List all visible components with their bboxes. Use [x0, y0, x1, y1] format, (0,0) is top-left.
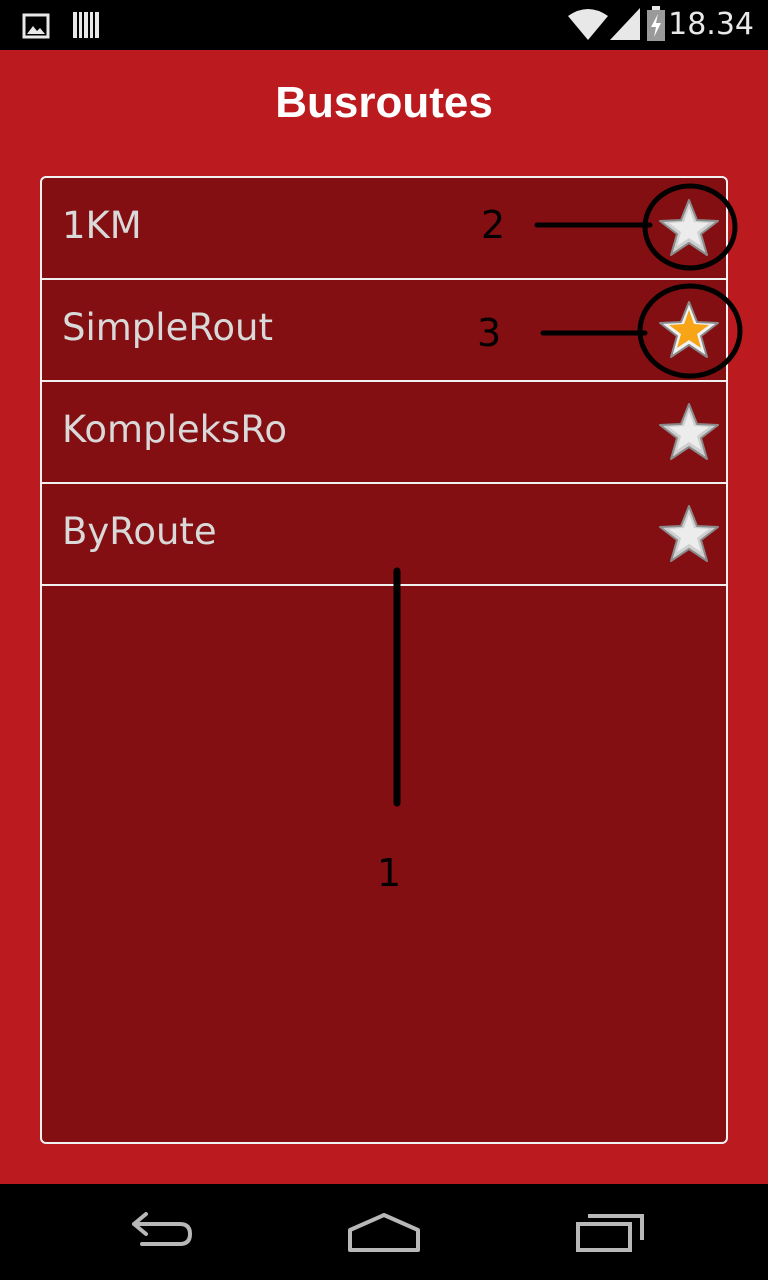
wifi-icon: [568, 9, 608, 40]
clock: 18.34: [668, 7, 754, 42]
route-row-kompleksro[interactable]: KompleksRo: [42, 382, 726, 484]
route-row-byroute[interactable]: ByRoute: [42, 484, 726, 586]
barcode-icon: [73, 12, 99, 38]
route-label: SimpleRout: [62, 306, 273, 349]
route-row-simplerout[interactable]: SimpleRout: [42, 280, 726, 382]
navigation-bar: [0, 1184, 768, 1280]
back-icon[interactable]: [120, 1202, 200, 1262]
image-icon: [22, 13, 50, 39]
route-label: ByRoute: [62, 510, 217, 553]
status-bar: 18.34: [0, 0, 768, 50]
star-icon[interactable]: [656, 400, 722, 466]
star-favorite-icon[interactable]: [656, 298, 722, 364]
route-list[interactable]: 1KM SimpleRout KompleksRo ByRoute: [40, 176, 728, 1144]
page-title: Busroutes: [275, 78, 493, 127]
route-row-1km[interactable]: 1KM: [42, 178, 726, 280]
home-icon[interactable]: [344, 1202, 424, 1262]
route-label: 1KM: [62, 204, 142, 247]
route-label: KompleksRo: [62, 408, 288, 451]
annotation-label-1: 1: [377, 851, 402, 895]
annotation-label-3: 3: [477, 311, 502, 355]
star-icon[interactable]: [656, 502, 722, 568]
signal-icon: [610, 8, 640, 40]
recent-apps-icon[interactable]: [570, 1202, 650, 1262]
annotation-label-2: 2: [481, 203, 506, 247]
battery-charging-icon: [647, 6, 665, 41]
star-icon[interactable]: [656, 196, 722, 262]
